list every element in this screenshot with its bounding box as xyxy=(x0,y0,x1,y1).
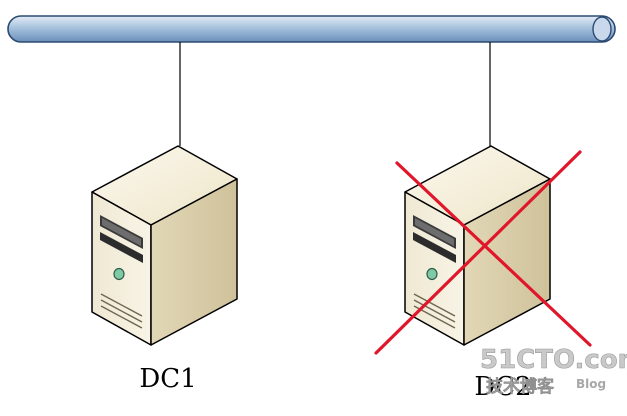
server-dc1-label: DC1 xyxy=(139,364,196,394)
svg-text:51CTO.com: 51CTO.com xyxy=(480,345,627,375)
svg-text:技术博客: 技术博客 xyxy=(486,376,555,397)
network-bus xyxy=(7,15,616,43)
server-dc2-icon xyxy=(404,145,551,346)
svg-text:Blog: Blog xyxy=(576,377,606,391)
server-dc1-icon xyxy=(91,145,238,346)
watermark-logo: 51CTO.com 技术博客 Blog xyxy=(480,345,627,398)
failure-x-mark xyxy=(374,150,592,355)
server-dc2-label: DC2 xyxy=(474,372,531,402)
